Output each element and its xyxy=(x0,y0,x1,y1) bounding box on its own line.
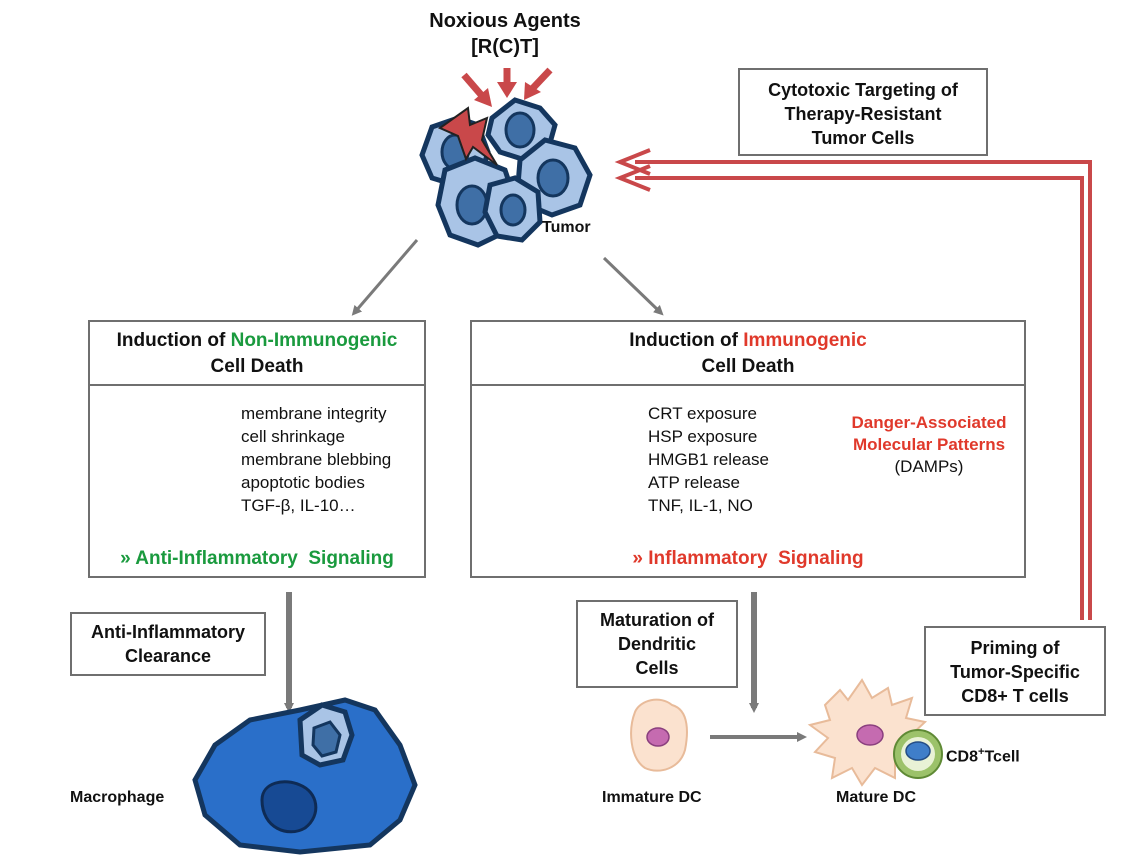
inflammatory-signaling: » Inflammatory Signaling xyxy=(632,548,864,569)
non-immunogenic-header: Induction of Non-Immunogenic Cell Death xyxy=(90,322,424,386)
macrophage-label: Macrophage xyxy=(70,789,165,806)
feature-item: HSP exposure xyxy=(648,427,758,446)
noxious-arrows xyxy=(461,67,553,107)
immunogenic-title-line2: Cell Death xyxy=(701,356,795,377)
immunogenic-header: Induction of Immunogenic Cell Death xyxy=(472,322,1024,386)
mature-dc-label: Mature DC xyxy=(836,789,917,806)
anti-inflammatory-clearance-box: Anti-Inflammatory Clearance xyxy=(70,612,266,676)
feature-item: TNF, IL-1, NO xyxy=(648,496,753,515)
cd8-tcell xyxy=(893,729,943,779)
feature-item: membrane integrity xyxy=(241,404,387,423)
anti-inflammatory-signaling: » Anti-Inflammatory Signaling xyxy=(120,548,394,569)
tumor-label: Tumor xyxy=(542,219,591,236)
tumor-nucleus xyxy=(499,193,527,227)
non-immunogenic-title-highlight: Non-Immunogenic xyxy=(230,330,398,351)
non-immunogenic-title-line2: Cell Death xyxy=(210,356,304,377)
immunogenic-title-prefix: Induction of xyxy=(629,330,744,351)
maturation-line2: Dendritic xyxy=(617,634,696,654)
feature-item: CRT exposure xyxy=(648,404,757,423)
feature-item: TGF-β, IL-10… xyxy=(241,496,356,515)
noxious-agents-line2: [R(C)T] xyxy=(471,36,539,58)
immunogenic-features: CRT exposure HSP exposure HMGB1 release … xyxy=(648,402,769,517)
macrophage-nucleus xyxy=(260,780,318,834)
damps-line1: Danger-Associated xyxy=(851,413,1007,432)
priming-line3: CD8+ T cells xyxy=(961,686,1069,706)
cytotoxic-line2: Therapy-Resistant xyxy=(784,104,942,124)
noxious-agents-title: Noxious Agents [R(C)T] xyxy=(380,8,630,60)
immunogenic-title: Induction of Immunogenic xyxy=(472,328,1024,354)
feature-item: membrane blebbing xyxy=(241,450,392,469)
damps-label: Danger-Associated Molecular Patterns (DA… xyxy=(834,412,1024,478)
immature-dc xyxy=(630,698,688,772)
tumor-cluster xyxy=(419,97,593,248)
arrow-to-immunogenic xyxy=(602,256,664,316)
tumor-nucleus xyxy=(536,158,570,198)
non-immunogenic-title: Induction of Non-Immunogenic xyxy=(90,328,424,354)
feature-item: cell shrinkage xyxy=(241,427,345,446)
cytotoxic-line3: Tumor Cells xyxy=(811,128,915,148)
noxious-arrow-left xyxy=(461,72,492,107)
cd8-label-rest: Tcell xyxy=(984,748,1020,766)
maturation-line1: Maturation of xyxy=(600,610,714,630)
lightning-icon xyxy=(437,106,498,166)
feedback-loop xyxy=(635,160,1092,620)
non-immunogenic-features: membrane integrity cell shrinkage membra… xyxy=(241,402,391,517)
feedback-arrowheads xyxy=(614,148,651,192)
noxious-arrow-center xyxy=(497,68,517,98)
priming-box: Priming of Tumor-Specific CD8+ T cells xyxy=(924,626,1106,716)
dc-maturation-box: Maturation of Dendritic Cells xyxy=(576,600,738,688)
non-immunogenic-title-prefix: Induction of xyxy=(116,330,231,351)
tumor-nucleus xyxy=(455,184,489,226)
immature-dc-label: Immature DC xyxy=(602,789,702,806)
tumor-nucleus xyxy=(504,111,536,149)
damps-line3: (DAMPs) xyxy=(894,457,964,476)
immunogenic-title-highlight: Immunogenic xyxy=(743,330,867,351)
feature-item: apoptotic bodies xyxy=(241,473,365,492)
cytotoxic-line1: Cytotoxic Targeting of xyxy=(768,80,958,100)
clearance-line2: Clearance xyxy=(124,646,212,666)
cd8-tcell-label: CD8+Tcell xyxy=(946,746,1020,766)
noxious-agents-line1: Noxious Agents xyxy=(429,10,581,32)
macrophage xyxy=(192,697,418,855)
priming-line2: Tumor-Specific xyxy=(950,662,1080,682)
cd8-label-sup: + xyxy=(978,746,985,758)
clearance-line1: Anti-Inflammatory xyxy=(90,622,245,642)
feature-item: HMGB1 release xyxy=(648,450,769,469)
maturation-line3: Cells xyxy=(635,658,679,678)
cytotoxic-targeting-box: Cytotoxic Targeting of Therapy-Resistant… xyxy=(738,68,988,156)
arrow-to-non-immunogenic xyxy=(351,239,419,316)
immunogenic-panel: Induction of Immunogenic Cell Death CRT … xyxy=(470,320,1026,578)
cd8-label-main: CD8 xyxy=(946,748,979,766)
noxious-arrow-right xyxy=(524,67,553,100)
priming-line1: Priming of xyxy=(970,638,1060,658)
feature-item: ATP release xyxy=(648,473,740,492)
non-immunogenic-panel: Induction of Non-Immunogenic Cell Death … xyxy=(88,320,426,578)
damps-line2: Molecular Patterns xyxy=(852,435,1006,454)
